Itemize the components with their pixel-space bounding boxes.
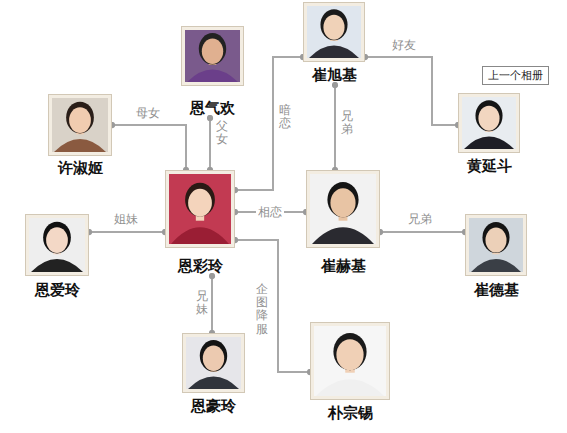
character-name: 许淑姬: [48, 158, 112, 178]
character-card: 恩气欢: [181, 26, 244, 118]
portrait-photo: [465, 214, 527, 276]
character-card: 朴宗锡: [310, 322, 390, 423]
relation-line: [235, 240, 310, 372]
portrait-photo: [303, 2, 365, 62]
relation-label: 兄弟: [341, 110, 353, 136]
relation-label: 企图降服: [256, 283, 268, 336]
relation-label: 父女: [216, 120, 228, 146]
character-name: 恩气欢: [181, 98, 244, 118]
character-card: 黄延斗: [458, 93, 520, 176]
relation-line: [112, 125, 186, 170]
character-card: 许淑姬: [48, 94, 112, 178]
relation-line: [89, 231, 165, 233]
character-card: 恩爱玲: [25, 214, 89, 300]
relation-line: [365, 57, 458, 125]
portrait-photo: [181, 26, 244, 86]
character-name: 恩豪玲: [182, 396, 245, 416]
portrait-photo: [25, 214, 89, 276]
relation-line: [211, 276, 213, 333]
portrait-photo: [306, 170, 380, 248]
album-button: 上一个相册: [482, 66, 549, 85]
character-name: 恩爱玲: [25, 280, 89, 300]
relation-line: [334, 85, 336, 170]
character-name: 崔赫基: [306, 256, 380, 276]
button-label: 上一个相册: [482, 66, 549, 85]
portrait-photo: [310, 322, 390, 400]
relation-label: 相恋: [256, 205, 284, 219]
character-card: 崔旭基: [303, 2, 365, 85]
relation-line: [235, 57, 303, 190]
relation-line: [380, 231, 465, 233]
character-card: 恩彩玲: [165, 170, 235, 276]
relation-label: 姐妹: [112, 212, 140, 226]
portrait-photo: [165, 170, 235, 248]
character-name: 朴宗锡: [310, 403, 390, 423]
character-name: 崔旭基: [303, 65, 365, 85]
character-card: 崔赫基: [306, 170, 380, 276]
relation-label: 兄弟: [406, 212, 434, 226]
relation-label: 兄妹: [196, 290, 208, 316]
portrait-photo: [458, 93, 520, 153]
relation-label: 好友: [390, 38, 418, 52]
character-name: 黄延斗: [458, 156, 520, 176]
relation-line: [209, 118, 211, 170]
relation-label: 暗恋: [279, 104, 291, 130]
character-name: 恩彩玲: [165, 256, 235, 276]
character-name: 崔德基: [465, 280, 527, 300]
character-card: 恩豪玲: [182, 333, 245, 416]
character-card: 崔德基: [465, 214, 527, 300]
relation-label: 母女: [134, 106, 162, 120]
portrait-photo: [48, 94, 112, 156]
portrait-photo: [182, 333, 245, 393]
